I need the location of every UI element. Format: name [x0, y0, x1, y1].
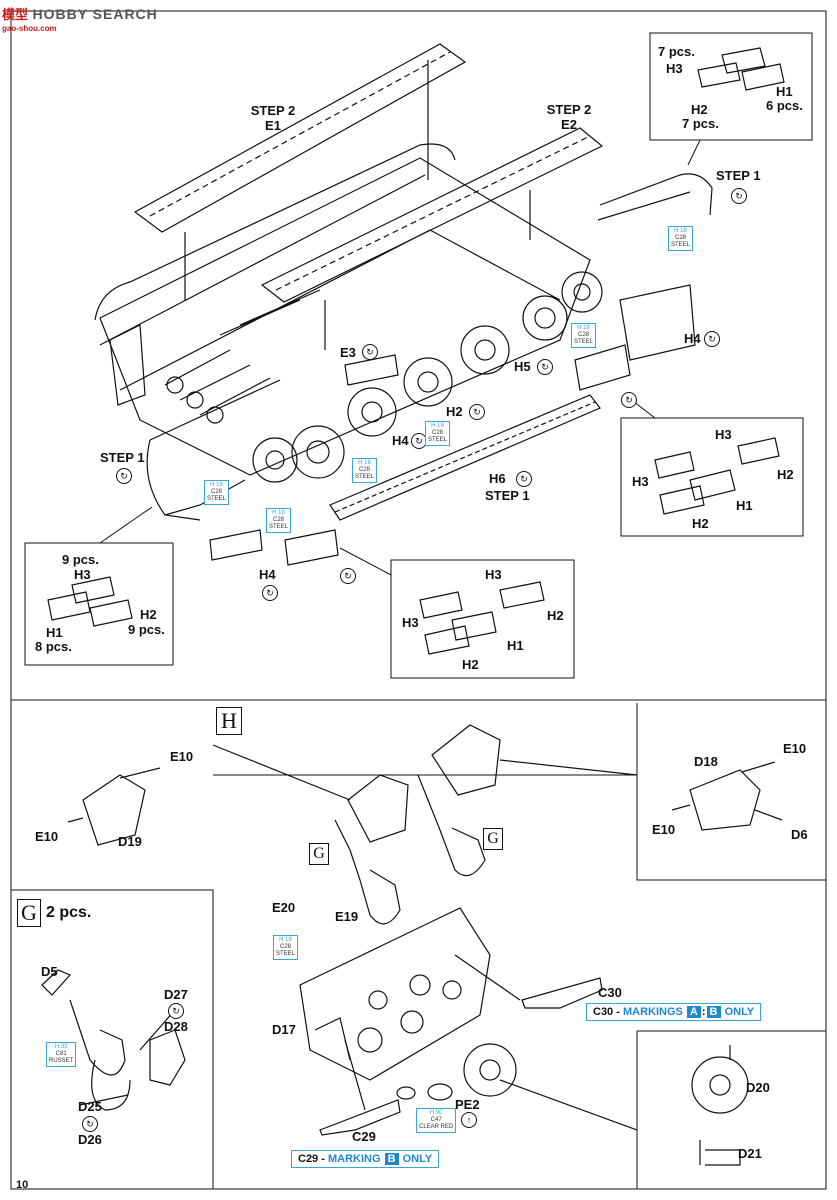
- e3-label: E3: [340, 345, 356, 360]
- pe2-label: PE2: [455, 1097, 480, 1112]
- logo-cn: 模型: [2, 7, 29, 22]
- h2-label: H2: [462, 657, 479, 672]
- c30-label: C30: [598, 985, 622, 1000]
- attach-icon: ↻: [340, 568, 356, 584]
- c29-marking-note: C29 - MARKING B ONLY: [291, 1150, 440, 1168]
- h1-label: H1: [46, 625, 63, 640]
- h3-label: H3: [715, 427, 732, 442]
- attach-icon: ↻: [516, 471, 532, 487]
- d18-label: D18: [694, 754, 718, 769]
- qty-label: 7 pcs.: [682, 116, 719, 131]
- h3-label: H3: [74, 567, 91, 582]
- attach-icon: ↻: [262, 585, 278, 601]
- h4-label: H4: [392, 433, 409, 448]
- attach-icon: ↻: [704, 331, 720, 347]
- h2-label: H2: [692, 516, 709, 531]
- e10-label: E10: [170, 749, 194, 764]
- step2-e1-step: STEP 2: [250, 103, 296, 118]
- qty-label: 7 pcs.: [658, 44, 695, 59]
- h2-label: H2: [777, 467, 794, 482]
- step2-e1-label: STEP 2 E1: [248, 103, 298, 133]
- step2-e1-part: E1: [265, 118, 281, 133]
- page-number: 10: [16, 1179, 29, 1191]
- h1-label: H1: [736, 498, 753, 513]
- d5-label: D5: [41, 964, 58, 979]
- h2-label: H2: [691, 102, 708, 117]
- h2-label: H2: [446, 404, 463, 419]
- step-g-ref-box: G: [309, 843, 329, 865]
- watermark-logo: 模型 HOBBY SEARCH: [2, 4, 158, 24]
- h4-label: H4: [259, 567, 276, 582]
- c29-label: C29: [352, 1129, 376, 1144]
- attach-icon: ↻: [82, 1116, 98, 1132]
- h5-label: H5: [514, 359, 531, 374]
- h4-label: H4: [684, 331, 701, 346]
- h3-label: H3: [666, 61, 683, 76]
- step-g-ref-box: G: [483, 828, 503, 850]
- h3-label: H3: [632, 474, 649, 489]
- d20-label: D20: [746, 1080, 770, 1095]
- step-h-box: H: [216, 707, 242, 735]
- g-qty-label: 2 pcs.: [46, 904, 92, 921]
- d25-label: D25: [78, 1099, 102, 1114]
- e10-label: E10: [652, 822, 676, 837]
- step1-right-label: STEP 1: [716, 168, 761, 183]
- attach-icon: ↻: [411, 433, 427, 449]
- d21-label: D21: [738, 1146, 762, 1161]
- qty-label: 6 pcs.: [766, 98, 803, 113]
- d19-label: D19: [118, 834, 142, 849]
- attach-icon: ↻: [469, 404, 485, 420]
- d27-label: D27: [164, 987, 188, 1002]
- attach-icon: ↻: [731, 188, 747, 204]
- d17-label: D17: [272, 1022, 296, 1037]
- logo-text: HOBBY SEARCH: [32, 6, 158, 22]
- attach-icon: ↻: [168, 1003, 184, 1019]
- watermark-site: gao-shou.com: [2, 24, 57, 33]
- step1-left-label: STEP 1: [100, 450, 145, 465]
- h3-label: H3: [485, 567, 502, 582]
- h1-label: H1: [776, 84, 793, 99]
- e20-label: E20: [272, 900, 296, 915]
- qty-label: 9 pcs.: [128, 622, 165, 637]
- step2-e2-step: STEP 2: [546, 102, 592, 117]
- attach-icon: ↻: [537, 359, 553, 375]
- step2-e2-label: STEP 2 E2: [543, 102, 595, 132]
- h1-label: H1: [507, 638, 524, 653]
- d6-label: D6: [791, 827, 808, 842]
- step-g-box: G: [17, 899, 41, 927]
- qty-label: 9 pcs.: [62, 552, 99, 567]
- attach-icon: ↻: [362, 344, 378, 360]
- h6-label: H6: [489, 471, 506, 486]
- h2-label: H2: [547, 608, 564, 623]
- d26-label: D26: [78, 1132, 102, 1147]
- h2-label: H2: [140, 607, 157, 622]
- step2-e2-part: E2: [561, 117, 577, 132]
- c30-markings-note: C30 - MARKINGS A:B ONLY: [586, 1003, 762, 1021]
- step1-mid-label: STEP 1: [485, 488, 530, 503]
- qty-label: 8 pcs.: [35, 639, 72, 654]
- e19-label: E19: [335, 909, 359, 924]
- h3-label: H3: [402, 615, 419, 630]
- d28-label: D28: [164, 1019, 188, 1034]
- attach-icon: ↻: [621, 392, 637, 408]
- e10-label: E10: [783, 741, 807, 756]
- attach-icon: ↻: [116, 468, 132, 484]
- e10-label: E10: [35, 829, 59, 844]
- drill-icon: ↑: [461, 1112, 477, 1128]
